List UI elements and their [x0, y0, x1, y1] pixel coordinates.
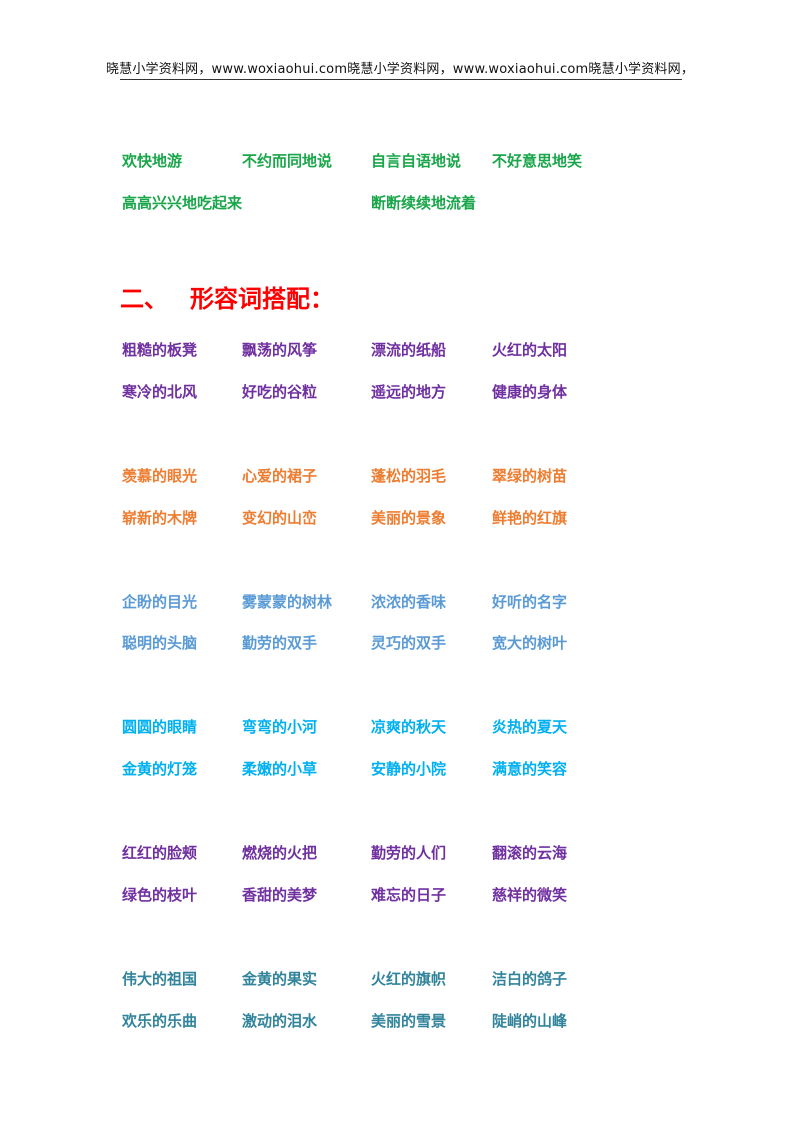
phrase: 炎热的夏天 — [492, 718, 568, 736]
phrase: 金黄的果实 — [242, 970, 318, 988]
phrase: 漂流的纸船 — [371, 341, 447, 359]
phrase: 宽大的树叶 — [492, 634, 568, 652]
phrase: 翠绿的树苗 — [492, 467, 568, 485]
phrase: 欢乐的乐曲 — [122, 1012, 198, 1030]
phrase: 不好意思地笑 — [492, 152, 583, 170]
phrase: 洁白的鸽子 — [492, 970, 568, 988]
phrase: 自言自语地说 — [371, 152, 462, 170]
phrase: 绿色的枝叶 — [122, 886, 198, 904]
phrase: 断断续续地流着 — [371, 194, 477, 212]
phrase: 满意的笑容 — [492, 760, 568, 778]
phrase: 粗糙的板凳 — [122, 341, 198, 359]
phrase: 勤劳的双手 — [242, 634, 318, 652]
phrase: 欢快地游 — [122, 152, 183, 170]
phrase: 浓浓的香味 — [371, 593, 447, 611]
phrase: 羡慕的眼光 — [122, 467, 198, 485]
group-2-row-2: 崭新的木牌 变幻的山峦 美丽的景象 鲜艳的红旗 — [0, 507, 800, 529]
phrase: 香甜的美梦 — [242, 886, 318, 904]
section-title: 形容词搭配： — [190, 285, 334, 313]
phrase: 寒冷的北风 — [122, 383, 198, 401]
section-one-row-2: 高高兴兴地吃起来 断断续续地流着 — [0, 192, 800, 214]
phrase: 勤劳的人们 — [371, 844, 447, 862]
phrase: 慈祥的微笑 — [492, 886, 568, 904]
phrase: 灵巧的双手 — [371, 634, 447, 652]
phrase: 燃烧的火把 — [242, 844, 318, 862]
section-one-row-1: 欢快地游 不约而同地说 自言自语地说 不好意思地笑 — [0, 150, 800, 172]
phrase: 遥远的地方 — [371, 383, 447, 401]
phrase: 好听的名字 — [492, 593, 568, 611]
phrase: 变幻的山峦 — [242, 509, 318, 527]
group-6-row-2: 欢乐的乐曲 激动的泪水 美丽的雪景 陡峭的山峰 — [0, 1010, 800, 1032]
phrase: 雾蒙蒙的树林 — [242, 593, 333, 611]
phrase: 不约而同地说 — [242, 152, 333, 170]
phrase: 翻滚的云海 — [492, 844, 568, 862]
section-number: 二、 — [120, 285, 168, 313]
phrase: 伟大的祖国 — [122, 970, 198, 988]
group-5-row-1: 红红的脸颊 燃烧的火把 勤劳的人们 翻滚的云海 — [0, 842, 800, 864]
group-1-row-2: 寒冷的北风 好吃的谷粒 遥远的地方 健康的身体 — [0, 381, 800, 403]
phrase: 红红的脸颊 — [122, 844, 198, 862]
group-2-row-1: 羡慕的眼光 心爱的裙子 蓬松的羽毛 翠绿的树苗 — [0, 465, 800, 487]
phrase: 蓬松的羽毛 — [371, 467, 447, 485]
group-4-row-2: 金黄的灯笼 柔嫩的小草 安静的小院 满意的笑容 — [0, 758, 800, 780]
phrase: 鲜艳的红旗 — [492, 509, 568, 527]
phrase: 柔嫩的小草 — [242, 760, 318, 778]
phrase: 弯弯的小河 — [242, 718, 318, 736]
group-4-row-1: 圆圆的眼睛 弯弯的小河 凉爽的秋天 炎热的夏天 — [0, 716, 800, 738]
phrase: 心爱的裙子 — [242, 467, 318, 485]
group-3-row-2: 聪明的头脑 勤劳的双手 灵巧的双手 宽大的树叶 — [0, 632, 800, 654]
phrase: 火红的旗帜 — [371, 970, 447, 988]
phrase: 难忘的日子 — [371, 886, 447, 904]
phrase: 健康的身体 — [492, 383, 568, 401]
phrase: 圆圆的眼睛 — [122, 718, 198, 736]
phrase: 飘荡的风筝 — [242, 341, 318, 359]
section-two-heading: 二、形容词搭配： — [120, 282, 334, 316]
phrase: 凉爽的秋天 — [371, 718, 447, 736]
phrase: 安静的小院 — [371, 760, 447, 778]
phrase: 美丽的雪景 — [371, 1012, 447, 1030]
phrase: 崭新的木牌 — [122, 509, 198, 527]
phrase: 火红的太阳 — [492, 341, 568, 359]
phrase: 高高兴兴地吃起来 — [122, 194, 243, 212]
phrase: 金黄的灯笼 — [122, 760, 198, 778]
phrase: 激动的泪水 — [242, 1012, 318, 1030]
group-5-row-2: 绿色的枝叶 香甜的美梦 难忘的日子 慈祥的微笑 — [0, 884, 800, 906]
group-3-row-1: 企盼的目光 雾蒙蒙的树林 浓浓的香味 好听的名字 — [0, 591, 800, 613]
phrase: 聪明的头脑 — [122, 634, 198, 652]
phrase: 美丽的景象 — [371, 509, 447, 527]
phrase: 好吃的谷粒 — [242, 383, 318, 401]
group-1-row-1: 粗糙的板凳 飘荡的风筝 漂流的纸船 火红的太阳 — [0, 339, 800, 361]
page-header: 晓慧小学资料网，www.woxiaohui.com晓慧小学资料网，www.wox… — [105, 62, 695, 77]
header-divider — [120, 79, 682, 80]
phrase: 陡峭的山峰 — [492, 1012, 568, 1030]
group-6-row-1: 伟大的祖国 金黄的果实 火红的旗帜 洁白的鸽子 — [0, 968, 800, 990]
phrase: 企盼的目光 — [122, 593, 198, 611]
